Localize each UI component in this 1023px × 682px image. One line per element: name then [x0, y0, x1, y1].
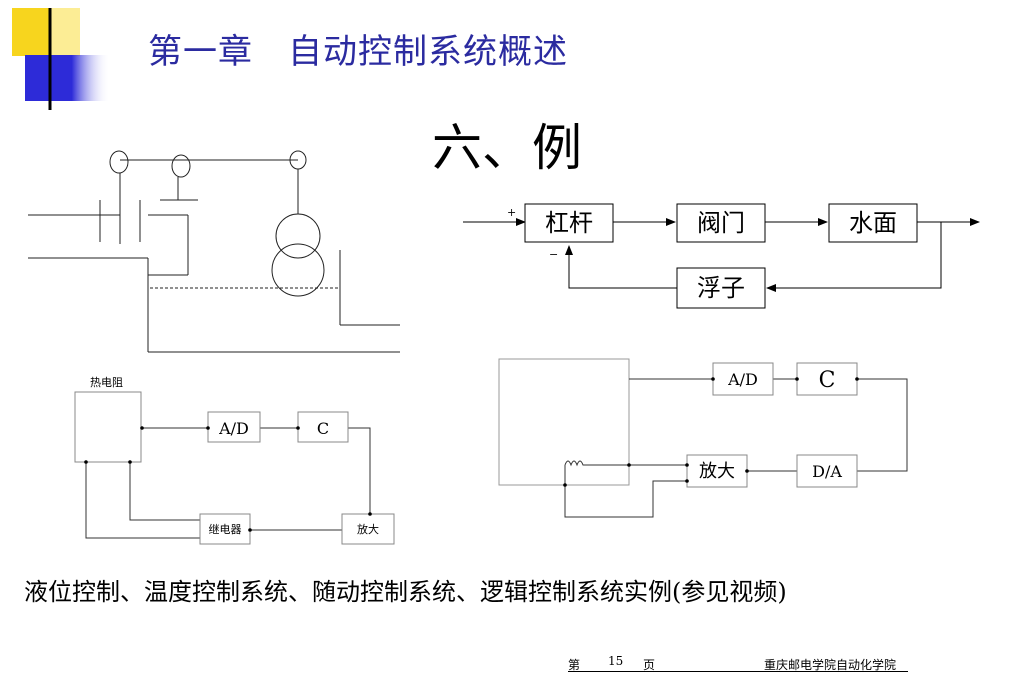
float-upper: [275, 213, 321, 259]
servo-da-block: [796, 454, 858, 488]
water-block: [828, 203, 918, 243]
section-title: 六、例: [432, 119, 582, 177]
lever-block: [524, 203, 614, 243]
corner-decoration: [0, 8, 1000, 110]
servo-da-label: D/A: [812, 462, 842, 481]
blue-square: [25, 55, 110, 101]
servo-plant-box: [498, 358, 630, 486]
servo-c-block: [796, 362, 858, 396]
relay-block: [199, 513, 251, 545]
lever-label: 杠杆: [545, 209, 593, 237]
valve-block: [676, 203, 766, 243]
plus-sign: +: [507, 206, 516, 219]
servo-diagram: A/D C 放大 D/A: [498, 358, 908, 518]
tank-lines: [28, 150, 400, 353]
page-title: 第一章 自动控制系统概述: [148, 32, 568, 72]
valve-label: 阀门: [697, 209, 745, 237]
temp-amp-block: [341, 513, 395, 545]
footer-page-suffix: 页: [643, 658, 656, 672]
footer-page-number: 15: [608, 654, 624, 668]
servo-c-label: C: [819, 368, 836, 393]
servo-ad-block: [712, 362, 774, 396]
caption-text: 液位控制、温度控制系统、随动控制系统、逻辑控制系统实例(参见视频): [24, 578, 787, 606]
relay-label: 继电器: [209, 523, 242, 536]
tank-sketch: [28, 150, 400, 353]
valve-circle: [171, 154, 191, 178]
servo-amp-label: 放大: [699, 461, 735, 482]
minus-sign: −: [549, 248, 558, 261]
temp-diagram: 热电阻 A/D C 继电器 放大: [74, 376, 395, 545]
water-label: 水面: [849, 209, 897, 237]
temp-c-label: C: [317, 419, 329, 438]
flow-diagram: + − 杠杆 阀门 水面 浮子: [463, 203, 980, 309]
servo-amp-block: [686, 454, 748, 488]
sensor-label: 热电阻: [90, 376, 123, 389]
pivot-circle: [109, 150, 129, 174]
yellow-square-shade: [50, 8, 80, 56]
footer-rule: [568, 671, 908, 672]
sensor-box: [74, 391, 142, 463]
yellow-square: [12, 8, 50, 56]
temp-amp-label: 放大: [357, 522, 379, 536]
footer-page-prefix: 第: [568, 658, 581, 672]
float-label: 浮子: [697, 274, 745, 302]
float-block: [676, 267, 766, 309]
temp-ad-block: [207, 411, 261, 443]
float-lower: [271, 243, 325, 297]
footer-institution: 重庆邮电学院自动化学院: [764, 658, 897, 672]
servo-ad-label: A/D: [727, 370, 758, 389]
temp-ad-label: A/D: [218, 419, 249, 438]
